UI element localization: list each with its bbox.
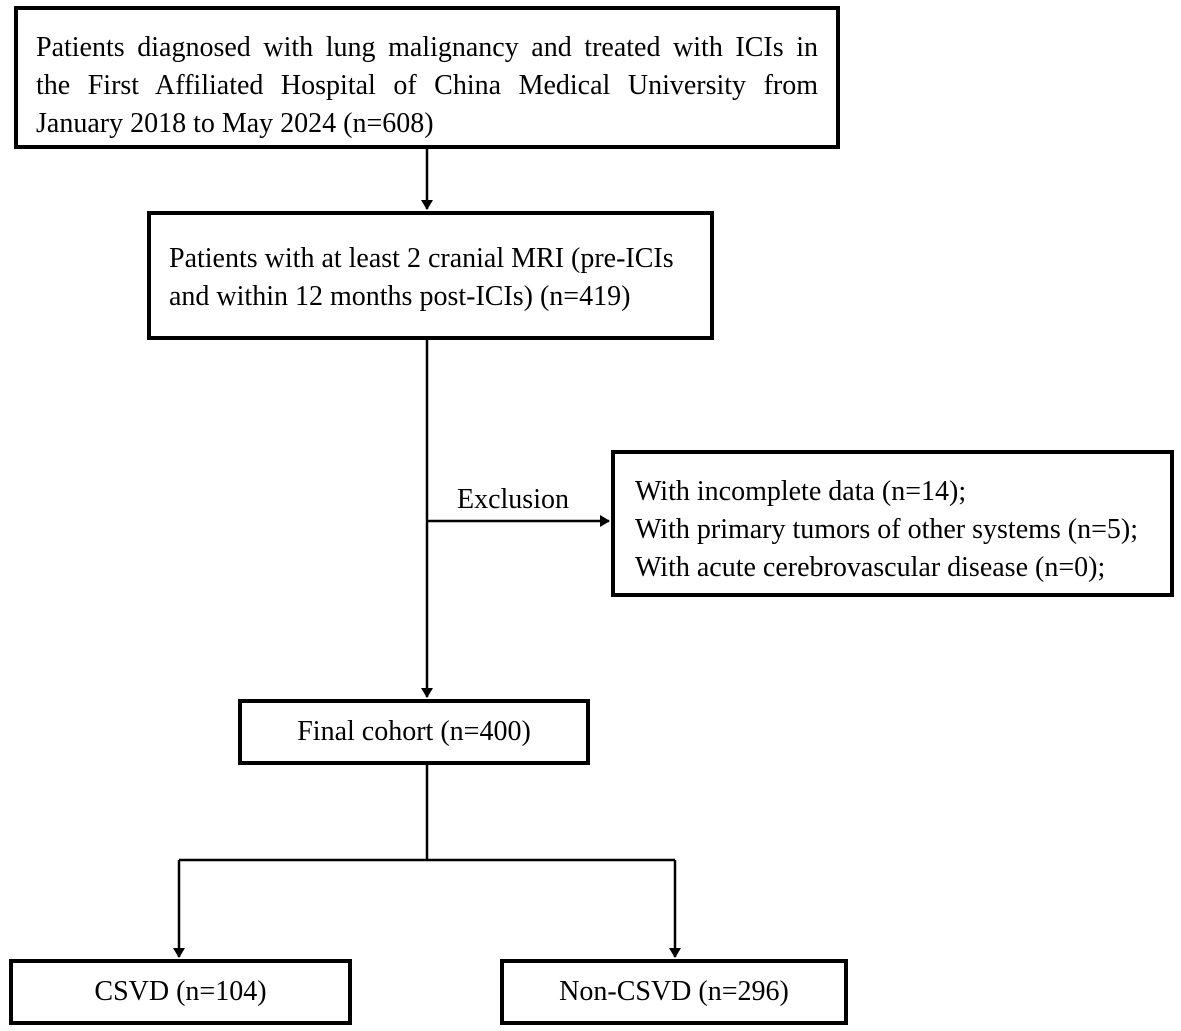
box-mri-line-1: Patients with at least 2 cranial MRI (pr… bbox=[169, 243, 674, 274]
box-final-cohort: Final cohort (n=400) bbox=[238, 699, 590, 765]
box-exclusion-criteria: With incomplete data (n=14); With primar… bbox=[611, 450, 1174, 597]
exclusion-item-acute-cerebrovascular: With acute cerebrovascular disease (n=0)… bbox=[635, 552, 1106, 583]
box-csvd: CSVD (n=104) bbox=[9, 959, 352, 1025]
csvd-label: CSVD (n=104) bbox=[94, 976, 267, 1007]
exclusion-label: Exclusion bbox=[457, 484, 569, 515]
box-non-csvd: Non-CSVD (n=296) bbox=[500, 959, 848, 1025]
final-cohort-label: Final cohort (n=400) bbox=[297, 716, 531, 747]
box-initial-line-1: Patients diagnosed with lung malignancy … bbox=[36, 32, 818, 63]
exclusion-item-incomplete-data: With incomplete data (n=14); bbox=[635, 476, 967, 507]
box-mri-patients: Patients with at least 2 cranial MRI (pr… bbox=[147, 211, 714, 340]
box-initial-patients: Patients diagnosed with lung malignancy … bbox=[14, 6, 840, 149]
non-csvd-label: Non-CSVD (n=296) bbox=[559, 976, 789, 1007]
exclusion-item-primary-tumors: With primary tumors of other systems (n=… bbox=[635, 514, 1139, 545]
box-initial-line-3: January 2018 to May 2024 (n=608) bbox=[36, 108, 434, 139]
box-mri-line-2: and within 12 months post-ICIs) (n=419) bbox=[169, 281, 631, 312]
box-initial-line-2: the First Affiliated Hospital of China M… bbox=[36, 70, 818, 101]
